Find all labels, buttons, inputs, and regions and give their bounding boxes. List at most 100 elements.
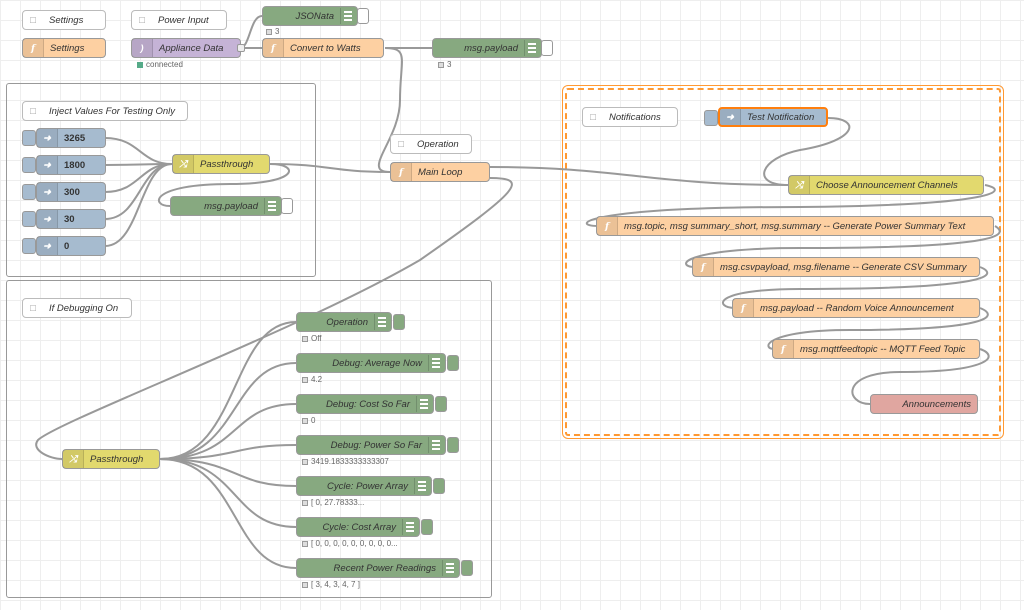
operation-comment[interactable]: □ Operation (390, 134, 472, 154)
function-icon: f (773, 340, 794, 358)
debug-status: 3419.1833333333307 (302, 457, 389, 466)
inject-payload-debug-node[interactable]: msg.payload (170, 196, 282, 216)
status-dot (302, 335, 308, 342)
comment-icon: □ (590, 111, 596, 123)
function-icon: f (23, 39, 44, 57)
arrow-right-icon: ➜ (37, 237, 58, 255)
debug-output-node[interactable]: Debug: Average Now (296, 353, 446, 373)
inject-button[interactable] (22, 130, 36, 146)
shuffle-icon: ⤮ (173, 155, 194, 173)
jsonata-status: 3 (266, 27, 279, 36)
debug-status: [ 3, 4, 3, 4, 7 ] (302, 580, 360, 589)
status-dot (438, 61, 444, 68)
function-icon: f (391, 163, 412, 181)
generate-csv-summary-node[interactable]: f msg.csvpayload, msg.filename -- Genera… (692, 257, 980, 277)
inject-button[interactable] (22, 238, 36, 254)
jsonata-toggle-button[interactable] (357, 8, 369, 24)
debug-toggle-button[interactable] (447, 355, 459, 371)
settings-comment[interactable]: □ Settings (22, 10, 106, 30)
inject-group-title[interactable]: □ Inject Values For Testing Only (22, 101, 188, 121)
debug-toggle-button[interactable] (435, 396, 447, 412)
mqtt-feed-topic-node[interactable]: f msg.mqttfeedtopic -- MQTT Feed Topic (772, 339, 980, 359)
payload-toggle-button[interactable] (541, 40, 553, 56)
group-inject-values[interactable] (6, 83, 316, 277)
test-notification-node[interactable]: ➜ Test Notification (718, 107, 828, 127)
inject-button[interactable] (22, 184, 36, 200)
voice-announcement-node[interactable]: f msg.payload -- Random Voice Announceme… (732, 298, 980, 318)
status-dot (302, 581, 308, 588)
inject-node[interactable]: ➜ 0 (36, 236, 106, 256)
inject-node[interactable]: ➜ 30 (36, 209, 106, 229)
comment-icon: □ (398, 138, 404, 150)
function-icon: f (597, 217, 618, 235)
list-icon (340, 8, 355, 24)
status-dot (266, 28, 272, 35)
appliance-status: connected (137, 60, 183, 69)
passthrough-switch-node[interactable]: ⤮ Passthrough (172, 154, 270, 174)
generate-summary-text-node[interactable]: f msg.topic, msg summary_short, msg.summ… (596, 216, 994, 236)
debug-output-node[interactable]: Operation (296, 312, 392, 332)
settings-function-node[interactable]: f Settings (22, 38, 106, 58)
function-icon: f (733, 299, 754, 317)
main-loop-node[interactable]: f Main Loop (390, 162, 490, 182)
inject-button[interactable] (22, 211, 36, 227)
debug-passthrough-switch-node[interactable]: ⤮ Passthrough (62, 449, 160, 469)
arrow-right-icon: ➜ (37, 210, 58, 228)
jsonata-debug-node[interactable]: JSONata (262, 6, 358, 26)
debug-toggle-button[interactable] (447, 437, 459, 453)
status-dot (302, 458, 308, 465)
debug-status: [ 0, 27.78333... (302, 498, 364, 507)
arrow-right-icon: ➜ (37, 183, 58, 201)
inject-debug-toggle-button[interactable] (281, 198, 293, 214)
arrow-right-icon: ➜ (720, 109, 741, 125)
comment-icon: □ (30, 302, 36, 314)
notifications-title[interactable]: □ Notifications (582, 107, 678, 127)
list-icon (402, 519, 417, 535)
debug-toggle-button[interactable] (461, 560, 473, 576)
comment-icon: □ (30, 105, 36, 117)
debug-toggle-button[interactable] (433, 478, 445, 494)
status-dot (302, 540, 308, 547)
power-input-comment[interactable]: □ Power Input (131, 10, 227, 30)
inject-node[interactable]: ➜ 3265 (36, 128, 106, 148)
list-icon (416, 396, 431, 412)
status-dot (137, 61, 143, 68)
function-icon: f (693, 258, 714, 276)
list-icon (414, 478, 429, 494)
group-debugging[interactable] (6, 280, 492, 598)
debug-output-node[interactable]: Cycle: Power Array (296, 476, 432, 496)
inject-button[interactable] (22, 157, 36, 173)
debug-output-node[interactable]: Recent Power Readings (296, 558, 460, 578)
function-icon: f (263, 39, 284, 57)
debug-toggle-button[interactable] (393, 314, 405, 330)
convert-to-watts-node[interactable]: f Convert to Watts (262, 38, 384, 58)
shuffle-icon: ⤮ (789, 176, 810, 194)
comment-icon: □ (139, 14, 145, 26)
list-icon (374, 314, 389, 330)
list-icon (442, 560, 457, 576)
inject-node[interactable]: ➜ 300 (36, 182, 106, 202)
test-notification-button[interactable] (704, 110, 718, 126)
debug-toggle-button[interactable] (421, 519, 433, 535)
payload-debug-node[interactable]: msg.payload (432, 38, 542, 58)
signal-icon: ) (132, 39, 153, 57)
debug-status: [ 0, 0, 0, 0, 0, 0, 0, 0, 0... (302, 539, 398, 548)
debug-status: Off (302, 334, 322, 343)
appliance-data-node[interactable]: ) Appliance Data (131, 38, 241, 58)
output-port[interactable] (237, 44, 245, 52)
debug-output-node[interactable]: Debug: Cost So Far (296, 394, 434, 414)
announcements-node[interactable]: Announcements (870, 394, 978, 414)
debug-group-title[interactable]: □ If Debugging On (22, 298, 132, 318)
arrow-right-icon: ➜ (37, 156, 58, 174)
debug-output-node[interactable]: Debug: Power So Far (296, 435, 446, 455)
group-notifications[interactable] (562, 85, 1004, 439)
debug-status: 0 (302, 416, 315, 425)
shuffle-icon: ⤮ (63, 450, 84, 468)
payload-status: 3 (438, 60, 451, 69)
choose-channels-node[interactable]: ⤮ Choose Announcement Channels (788, 175, 984, 195)
status-dot (302, 417, 308, 424)
debug-output-node[interactable]: Cycle: Cost Array (296, 517, 420, 537)
list-icon (428, 437, 443, 453)
inject-node[interactable]: ➜ 1800 (36, 155, 106, 175)
